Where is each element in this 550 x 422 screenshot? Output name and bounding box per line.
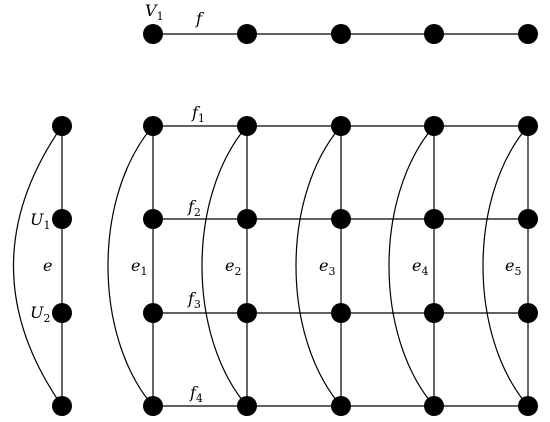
left-vertex-u1 [52,209,72,229]
row-label-f4: f4 [189,383,203,405]
grid-vertex [237,209,257,229]
top-vertex [331,24,351,44]
grid-vertex [518,396,538,416]
grid-vertex [331,303,351,323]
grid-vertex [518,303,538,323]
row-label-f3: f3 [187,289,201,311]
left-vertex [52,116,72,136]
grid-vertex [237,303,257,323]
grid-vertices [143,116,538,416]
grid-closing-edge-5 [482,125,529,407]
left-vertex-u2 [52,303,72,323]
grid-closing-edge-4 [388,125,435,407]
grid-closing-edge-1 [107,125,154,407]
vertex-label-u1: U1 [30,210,50,232]
left-vertex [52,396,72,416]
column-label-e3: e3 [319,256,335,278]
top-vertex [143,24,163,44]
vertex-label-v1: V1 [145,1,164,23]
grid-edges [107,125,529,407]
column-label-e4: e4 [412,256,428,278]
grid-closing-edge-2 [201,125,248,407]
grid-vertex [331,396,351,416]
grid-vertex [143,116,163,136]
grid-vertex [143,396,163,416]
grid-vertex [143,209,163,229]
grid-vertex [424,209,444,229]
edge-label-f: f [195,9,205,28]
top-vertex [237,24,257,44]
grid-vertex [143,303,163,323]
grid-vertex [518,116,538,136]
left-closing-edge [12,125,63,407]
grid-vertex [237,116,257,136]
column-label-e2: e2 [225,256,241,278]
top-vertex [518,24,538,44]
grid-vertex [518,209,538,229]
top-path-graph: V1 f [143,1,538,44]
column-label-e5: e5 [505,256,521,278]
top-vertex [424,24,444,44]
edge-label-e: e [43,256,52,275]
grid-vertex [424,116,444,136]
grid-vertex [331,116,351,136]
product-grid-graph: f1 f2 f3 f4 e1 e2 e3 e4 e5 [107,103,538,416]
left-cycle-graph: U1 U2 e [12,116,72,416]
grid-vertex [331,209,351,229]
grid-vertex [424,396,444,416]
row-label-f1: f1 [191,103,205,125]
column-label-e1: e1 [131,256,147,278]
grid-vertex [424,303,444,323]
grid-vertex [237,396,257,416]
grid-closing-edge-3 [295,125,342,407]
vertex-label-u2: U2 [30,303,50,325]
row-label-f2: f2 [187,197,201,219]
